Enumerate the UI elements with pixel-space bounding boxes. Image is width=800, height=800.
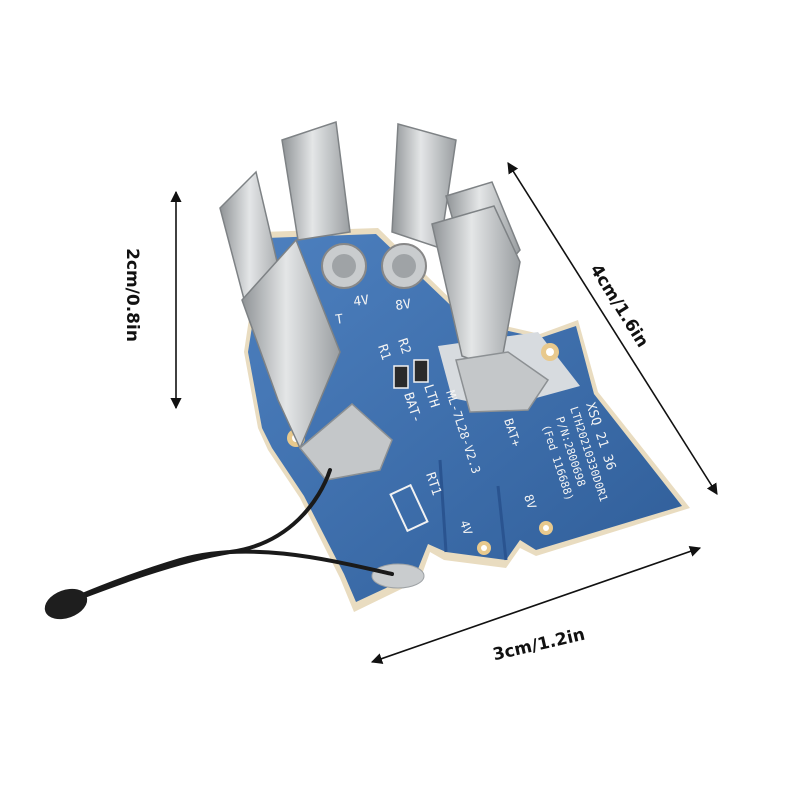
terminal-clip-right-front bbox=[431, 205, 550, 413]
pcb-board bbox=[244, 228, 690, 612]
length-dimension-arrow bbox=[507, 162, 718, 495]
thermistor-bead bbox=[44, 588, 88, 620]
terminal-clip-left-front bbox=[241, 238, 393, 481]
silk-8v: 8V bbox=[394, 297, 412, 314]
screw-left bbox=[321, 243, 367, 289]
silk-r1: R1 bbox=[374, 343, 393, 363]
silk-t: T bbox=[334, 312, 344, 328]
silk-r2: R2 bbox=[394, 337, 413, 357]
silk-bottom-4v: 4V bbox=[457, 519, 475, 537]
silk-bottom-8v: 8V bbox=[521, 493, 539, 511]
silk-4v: 4V bbox=[352, 293, 370, 310]
screw-right bbox=[381, 243, 427, 289]
silk-lth: LTH bbox=[420, 383, 442, 410]
silk-rt1: RT1 bbox=[422, 471, 444, 498]
height-dimension-label: 2cm/0.8in bbox=[121, 248, 142, 342]
terminal-clip-top-left bbox=[281, 120, 351, 241]
width-dimension-arrow bbox=[370, 546, 702, 664]
